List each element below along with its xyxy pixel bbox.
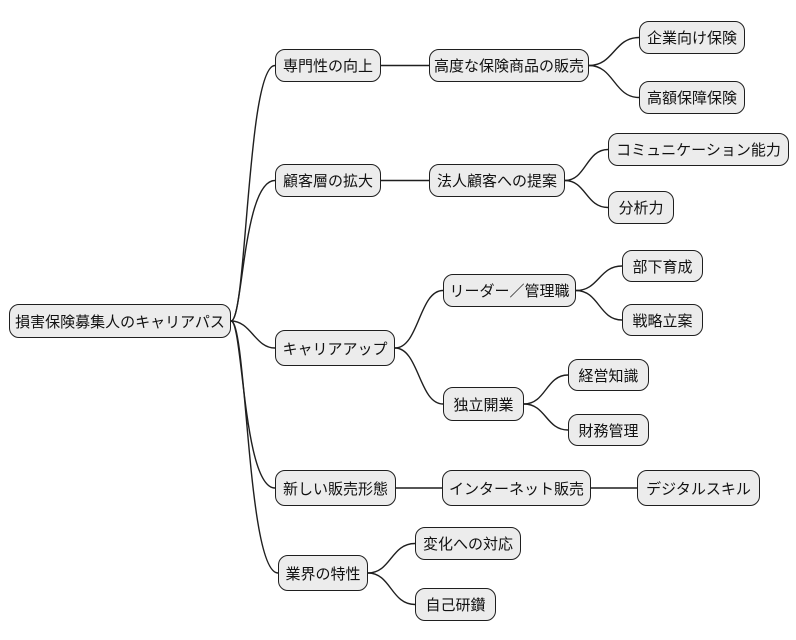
edge-corporate-proposal-communication bbox=[564, 148, 609, 182]
node-adapt-to-change-label: 変化への対応 bbox=[422, 535, 513, 553]
node-independent-business: 独立開業 bbox=[443, 387, 524, 421]
edge-root-customer-expansion bbox=[230, 179, 276, 322]
node-leader-manager-label: リーダー／管理職 bbox=[449, 282, 570, 300]
node-subordinate-development: 部下育成 bbox=[622, 250, 703, 282]
node-corporate-insurance: 企業向け保険 bbox=[639, 21, 745, 54]
node-internet-sales: インターネット販売 bbox=[442, 470, 591, 506]
edge-root-new-sales-format bbox=[230, 320, 276, 489]
node-root-label: 損害保険募集人のキャリアパス bbox=[15, 312, 225, 331]
edge-leader-strategy-planning bbox=[575, 289, 623, 321]
node-industry-characteristics-label: 業界の特性 bbox=[285, 564, 361, 583]
node-communication-skill-label: コミュニケーション能力 bbox=[616, 141, 781, 159]
node-financial-management-label: 財務管理 bbox=[578, 421, 639, 440]
node-customer-expansion-label: 顧客層の拡大 bbox=[282, 172, 373, 190]
node-advanced-insurance-sales: 高度な保険商品の販売 bbox=[429, 49, 589, 82]
edge-root-specialization bbox=[230, 64, 276, 322]
node-internet-sales-label: インターネット販売 bbox=[448, 479, 584, 498]
edge-advanced-sales-corporate-insurance bbox=[588, 36, 640, 67]
node-adapt-to-change: 変化への対応 bbox=[415, 527, 521, 560]
node-analysis-skill-label: 分析力 bbox=[618, 199, 664, 217]
node-high-coverage-insurance: 高額保障保険 bbox=[639, 81, 745, 114]
node-new-sales-format: 新しい販売形態 bbox=[275, 470, 396, 506]
node-strategy-planning: 戦略立案 bbox=[622, 304, 703, 336]
node-strategy-planning-label: 戦略立案 bbox=[632, 311, 693, 330]
node-management-knowledge: 経営知識 bbox=[568, 359, 649, 391]
node-communication-skill: コミュニケーション能力 bbox=[608, 133, 789, 166]
node-leader-manager: リーダー／管理職 bbox=[443, 274, 576, 307]
node-digital-skill: デジタルスキル bbox=[637, 470, 760, 506]
node-corporate-proposal: 法人顧客への提案 bbox=[429, 164, 565, 197]
node-specialization-label: 専門性の向上 bbox=[282, 57, 373, 75]
edge-leader-subordinate-development bbox=[575, 265, 623, 292]
edge-root-career-up bbox=[230, 320, 276, 349]
node-digital-skill-label: デジタルスキル bbox=[646, 479, 751, 498]
node-subordinate-development-label: 部下育成 bbox=[632, 257, 693, 276]
node-independent-business-label: 独立開業 bbox=[453, 395, 514, 414]
node-self-improvement-label: 自己研鑽 bbox=[425, 596, 486, 614]
node-career-up: キャリアアップ bbox=[275, 330, 395, 366]
node-specialization: 専門性の向上 bbox=[275, 49, 381, 82]
node-corporate-proposal-label: 法人顧客への提案 bbox=[436, 172, 557, 190]
node-high-coverage-insurance-label: 高額保障保険 bbox=[646, 89, 737, 107]
edge-career-up-independent bbox=[394, 347, 444, 405]
edge-industry-adapt-to-change bbox=[367, 542, 416, 574]
edge-independent-management-knowledge bbox=[523, 374, 569, 405]
node-self-improvement: 自己研鑽 bbox=[415, 588, 496, 621]
node-corporate-insurance-label: 企業向け保険 bbox=[646, 29, 737, 47]
edge-industry-self-improvement bbox=[367, 572, 416, 606]
edge-career-up-leader-manager bbox=[394, 289, 444, 349]
node-industry-characteristics: 業界の特性 bbox=[278, 555, 368, 591]
node-advanced-insurance-sales-label: 高度な保険商品の販売 bbox=[433, 57, 584, 75]
edge-root-industry-characteristics bbox=[230, 320, 279, 574]
node-customer-expansion: 顧客層の拡大 bbox=[275, 164, 381, 197]
node-new-sales-format-label: 新しい販売形態 bbox=[282, 479, 388, 498]
edge-corporate-proposal-analysis bbox=[564, 179, 609, 209]
node-career-up-label: キャリアアップ bbox=[282, 339, 388, 358]
node-management-knowledge-label: 経営知識 bbox=[578, 366, 639, 385]
edge-advanced-sales-high-coverage bbox=[588, 64, 640, 99]
edge-independent-financial-management bbox=[523, 403, 569, 431]
node-financial-management: 財務管理 bbox=[568, 414, 649, 446]
node-analysis-skill: 分析力 bbox=[608, 191, 674, 224]
node-root: 損害保険募集人のキャリアパス bbox=[9, 304, 231, 338]
